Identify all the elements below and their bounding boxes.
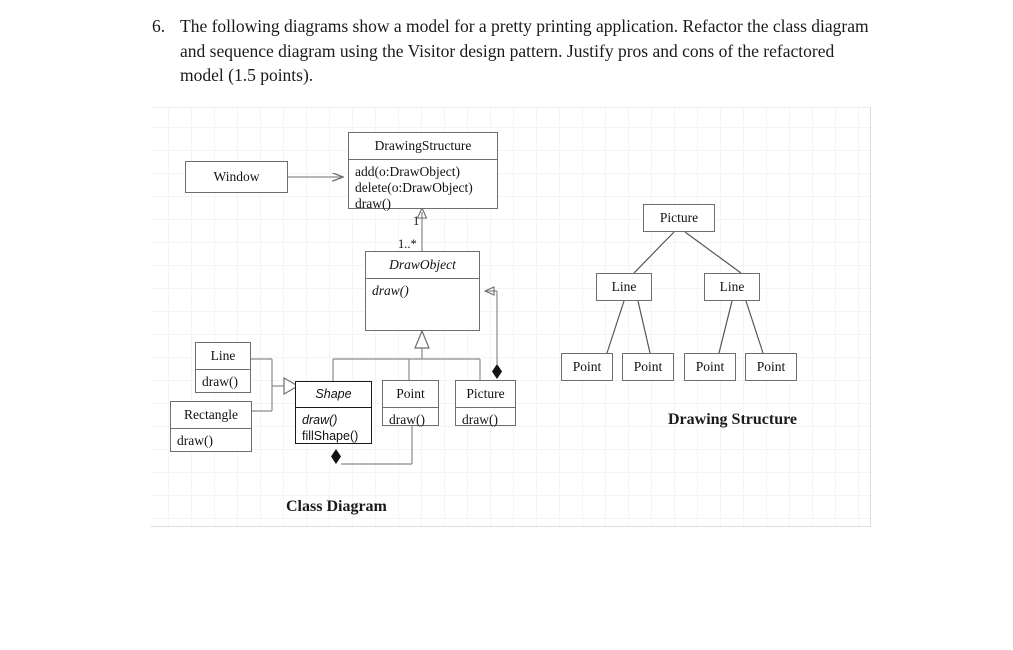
tree-node-point-4-label: Point bbox=[756, 359, 786, 374]
class-box-picture-operations: draw() bbox=[456, 408, 515, 433]
class-box-rectangle[interactable]: Rectangle draw() bbox=[170, 401, 252, 452]
class-box-shape-separator bbox=[296, 406, 371, 408]
class-box-line[interactable]: Line draw() bbox=[195, 342, 251, 393]
tree-node-picture[interactable]: Picture bbox=[643, 204, 715, 232]
class-diagram-caption: Class Diagram bbox=[286, 498, 387, 515]
question-row: 6. The following diagrams show a model f… bbox=[152, 14, 870, 88]
tree-node-line-1-label: Line bbox=[611, 279, 637, 294]
tree-node-point-1[interactable]: Point bbox=[561, 353, 613, 381]
tree-node-point-4[interactable]: Point bbox=[745, 353, 797, 381]
tree-node-point-2[interactable]: Point bbox=[622, 353, 674, 381]
operation: draw() bbox=[462, 411, 498, 427]
question-text: The following diagrams show a model for … bbox=[180, 16, 869, 85]
edge-picture-aggregates-drawobject bbox=[483, 286, 502, 379]
class-box-rectangle-separator bbox=[171, 427, 251, 429]
class-box-drawobject-separator bbox=[366, 277, 479, 279]
class-box-drawingstructure[interactable]: DrawingStructure add(o:DrawObject) delet… bbox=[348, 132, 498, 211]
class-box-shape-name: Shape bbox=[315, 387, 352, 401]
class-box-picture-name: Picture bbox=[466, 386, 505, 401]
operation: fillShape() bbox=[302, 428, 359, 443]
class-box-picture-separator bbox=[456, 406, 515, 408]
class-box-line-name: Line bbox=[210, 348, 236, 363]
class-box-picture[interactable]: Picture draw() bbox=[455, 380, 516, 427]
edge-drawobject-to-drawingstructure bbox=[416, 206, 428, 251]
operation: delete(o:DrawObject) bbox=[355, 179, 473, 195]
class-box-drawingstructure-separator bbox=[349, 158, 497, 160]
class-box-drawingstructure-name: DrawingStructure bbox=[374, 138, 472, 153]
tree-node-line-1[interactable]: Line bbox=[596, 273, 652, 301]
class-box-line-separator bbox=[196, 368, 250, 370]
operation: draw() bbox=[177, 432, 213, 448]
class-box-rectangle-operations: draw() bbox=[171, 429, 251, 454]
multiplicity-many: 1..* bbox=[398, 237, 417, 251]
class-box-line-operations: draw() bbox=[196, 370, 250, 395]
multiplicity-one: 1 bbox=[413, 214, 420, 228]
class-box-drawobject-name: DrawObject bbox=[389, 257, 456, 272]
question-number: 6. bbox=[152, 16, 166, 36]
tree-node-point-3[interactable]: Point bbox=[684, 353, 736, 381]
class-box-drawingstructure-operations: add(o:DrawObject) delete(o:DrawObject) d… bbox=[349, 160, 497, 217]
edge-generalization-shape bbox=[250, 358, 300, 412]
class-box-window-label: Window bbox=[213, 169, 260, 184]
class-box-point-name: Point bbox=[396, 386, 425, 401]
edge-shape-composes-point bbox=[331, 426, 413, 465]
operation: draw() bbox=[389, 411, 425, 427]
diagram-panel: Window DrawingStructure add(o:DrawObject… bbox=[151, 107, 871, 527]
tree-node-picture-label: Picture bbox=[659, 210, 699, 225]
class-box-point-separator bbox=[383, 406, 438, 408]
drawing-structure-caption: Drawing Structure bbox=[668, 411, 798, 428]
class-box-point[interactable]: Point draw() bbox=[382, 380, 439, 427]
class-box-drawobject-operations: draw() bbox=[366, 279, 479, 304]
class-box-shape-operations: draw() fillShape() bbox=[296, 408, 371, 449]
tree-node-point-2-label: Point bbox=[633, 359, 663, 374]
class-box-rectangle-name: Rectangle bbox=[184, 407, 238, 422]
tree-node-point-3-label: Point bbox=[695, 359, 725, 374]
tree-edges bbox=[606, 231, 764, 354]
class-box-drawobject[interactable]: DrawObject draw() bbox=[365, 251, 480, 331]
class-box-point-operations: draw() bbox=[383, 408, 438, 433]
operation: add(o:DrawObject) bbox=[355, 163, 460, 179]
tree-node-point-1-label: Point bbox=[572, 359, 602, 374]
operation: draw() bbox=[355, 195, 391, 211]
operation: draw() bbox=[302, 412, 338, 427]
question-block: 6. The following diagrams show a model f… bbox=[152, 14, 870, 88]
tree-node-line-2-label: Line bbox=[719, 279, 745, 294]
class-box-window[interactable]: Window bbox=[185, 161, 288, 193]
operation: draw() bbox=[202, 373, 238, 389]
tree-node-line-2[interactable]: Line bbox=[704, 273, 760, 301]
operation: draw() bbox=[372, 282, 409, 298]
connector-layer bbox=[151, 108, 870, 526]
class-box-shape[interactable]: Shape draw() fillShape() bbox=[295, 381, 372, 444]
edge-generalization-drawobject bbox=[332, 329, 481, 381]
